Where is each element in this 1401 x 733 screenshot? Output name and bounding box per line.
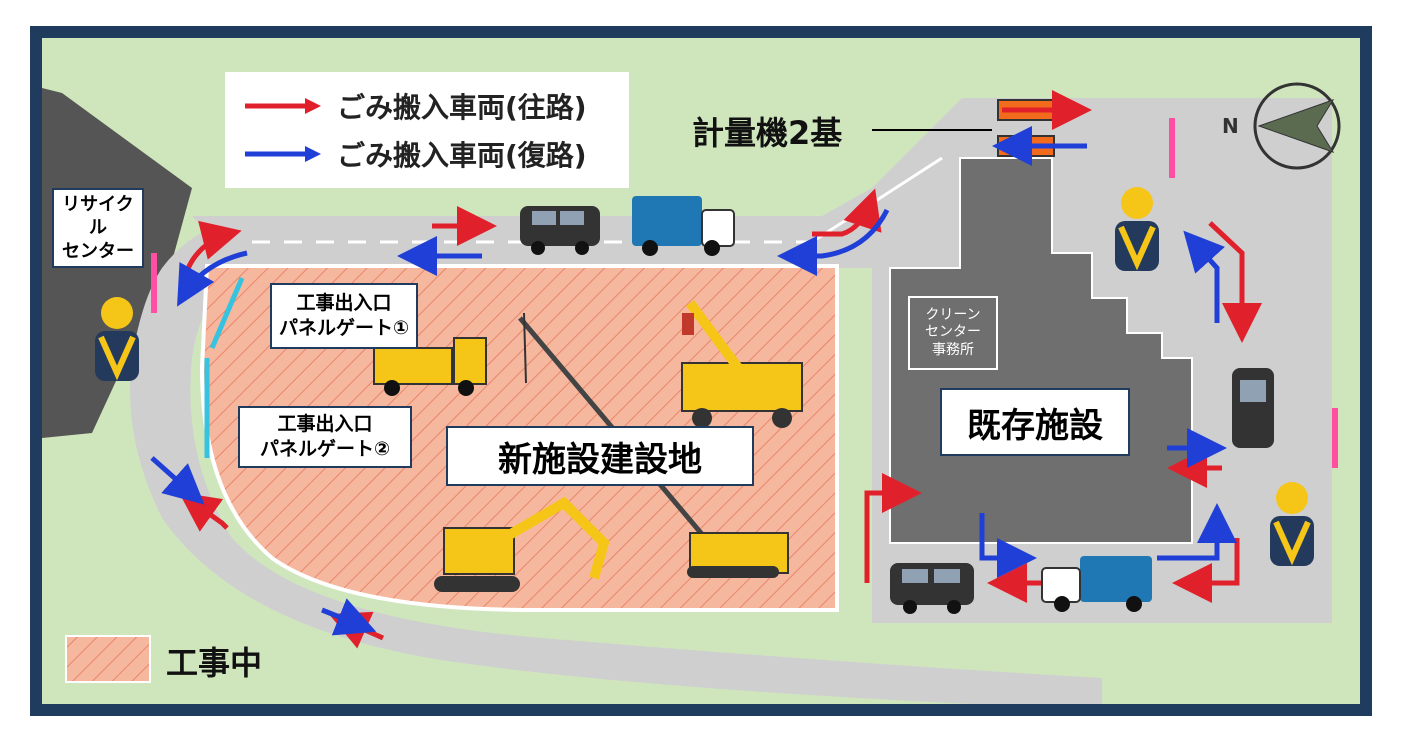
minivan-icon	[520, 206, 600, 255]
legend: ごみ搬入車両(往路) ごみ搬入車両(復路)	[225, 72, 629, 188]
clean-center-office-label: クリーン センター 事務所	[908, 296, 998, 370]
legend-inbound-label: ごみ搬入車両(往路)	[337, 91, 587, 124]
panel-gates	[204, 277, 245, 458]
new-site-label: 新施設建設地	[446, 426, 754, 486]
construction-legend-label: 工事中	[166, 644, 263, 682]
guard-icon	[95, 253, 157, 381]
map-area: ごみ搬入車両(往路) ごみ搬入車両(復路) リサイクル センター 計量機2基 工…	[42, 38, 1360, 704]
truck-icon	[632, 196, 735, 256]
map-frame: ごみ搬入車両(往路) ごみ搬入車両(復路) リサイクル センター 計量機2基 工…	[30, 26, 1372, 716]
blue-arrow-icon	[245, 146, 321, 162]
crawler-crane-icon	[518, 312, 789, 578]
construction-legend-swatch	[65, 635, 151, 683]
legend-outbound: ごみ搬入車両(復路)	[243, 134, 587, 174]
guard-icon	[1115, 118, 1175, 271]
minivan-icon	[1232, 368, 1274, 448]
outbound-arrows	[150, 126, 1237, 636]
minivan-icon	[890, 563, 974, 614]
red-arrow-icon	[245, 98, 321, 114]
site-map	[42, 82, 1341, 704]
compass-letter: N	[1222, 114, 1239, 138]
excavator-icon	[434, 496, 610, 592]
recycle-center-label: リサイクル センター	[52, 188, 144, 268]
scale-label: 計量機2基	[692, 114, 843, 152]
compass-icon	[1253, 82, 1341, 170]
gate1-label: 工事出入口 パネルゲート①	[270, 283, 418, 349]
gate2-label: 工事出入口 パネルゲート②	[238, 406, 412, 468]
legend-inbound: ごみ搬入車両(往路)	[243, 86, 587, 126]
legend-outbound-label: ごみ搬入車両(復路)	[337, 139, 587, 172]
existing-facility-label: 既存施設	[940, 388, 1130, 456]
crane-icon	[681, 300, 803, 428]
dump-truck-icon	[373, 337, 487, 396]
guard-icon	[1270, 408, 1338, 566]
truck-icon	[1041, 556, 1152, 612]
